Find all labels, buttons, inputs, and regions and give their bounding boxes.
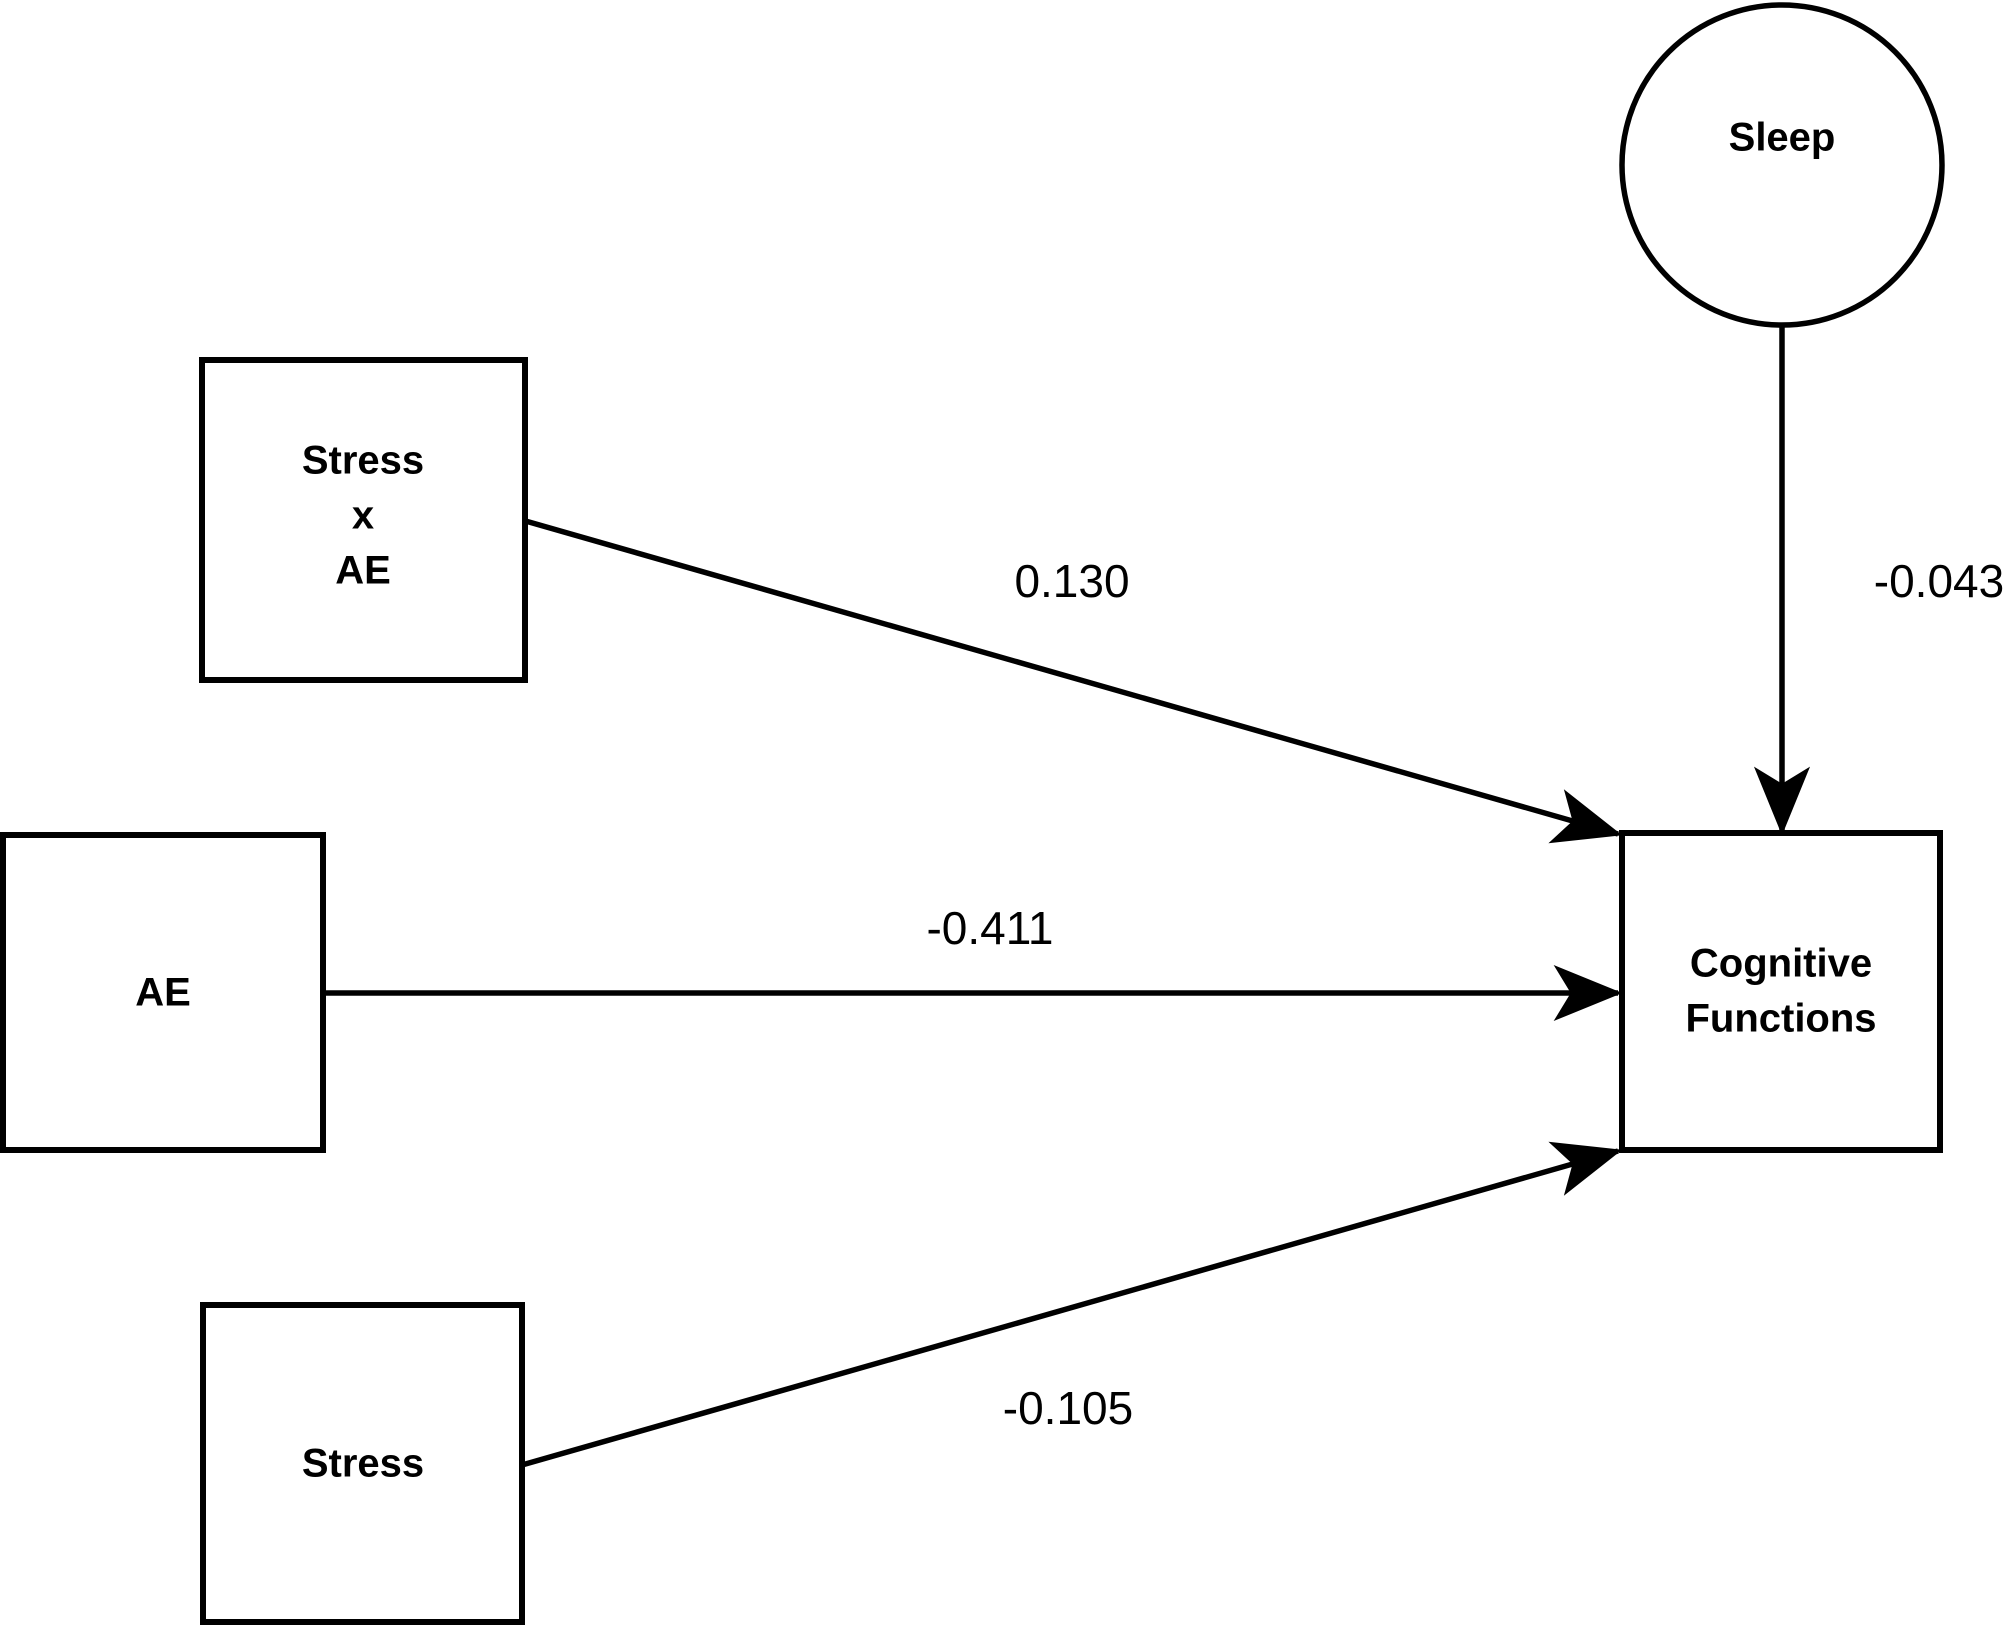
path-coefficient-sleep: -0.043: [1874, 555, 2004, 607]
node-sleep-label: Sleep: [1729, 116, 1836, 160]
path-stress-to-cognitive: [521, 1141, 1623, 1468]
node-cognitive-functions-shape[interactable]: [1619, 830, 1943, 1153]
node-stress-x-ae-label-line3: AE: [335, 549, 391, 593]
node-sleep[interactable]: Sleep: [1619, 2, 1945, 328]
node-sleep-shape[interactable]: [1619, 2, 1945, 328]
path-coefficient-stress: -0.105: [1003, 1382, 1133, 1434]
path-coefficient-ae: -0.411: [926, 902, 1053, 954]
node-stress-x-ae[interactable]: Stress x AE: [199, 357, 528, 683]
path-line-interaction-to-cognitive: [521, 517, 1623, 844]
node-stress-label: Stress: [302, 1442, 424, 1486]
node-cognitive-functions[interactable]: Cognitive Functions: [1619, 830, 1943, 1153]
node-ae-shape[interactable]: [0, 832, 326, 1153]
path-line-stress-to-cognitive: [521, 1141, 1623, 1468]
path-interaction-to-cognitive: [521, 517, 1623, 844]
node-cognitive-functions-label-line2: Functions: [1685, 997, 1876, 1041]
node-cognitive-functions-label-line1: Cognitive: [1690, 942, 1872, 986]
node-stress-x-ae-shape[interactable]: [199, 357, 528, 683]
node-stress-x-ae-label-line1: Stress: [302, 439, 424, 483]
node-stress-shape[interactable]: [200, 1302, 525, 1625]
node-ae[interactable]: AE: [0, 832, 326, 1153]
node-stress[interactable]: Stress: [200, 1302, 525, 1625]
node-ae-label: AE: [135, 971, 191, 1015]
node-stress-x-ae-label-line2: x: [352, 494, 374, 538]
path-coefficient-interaction: 0.130: [1014, 555, 1129, 607]
